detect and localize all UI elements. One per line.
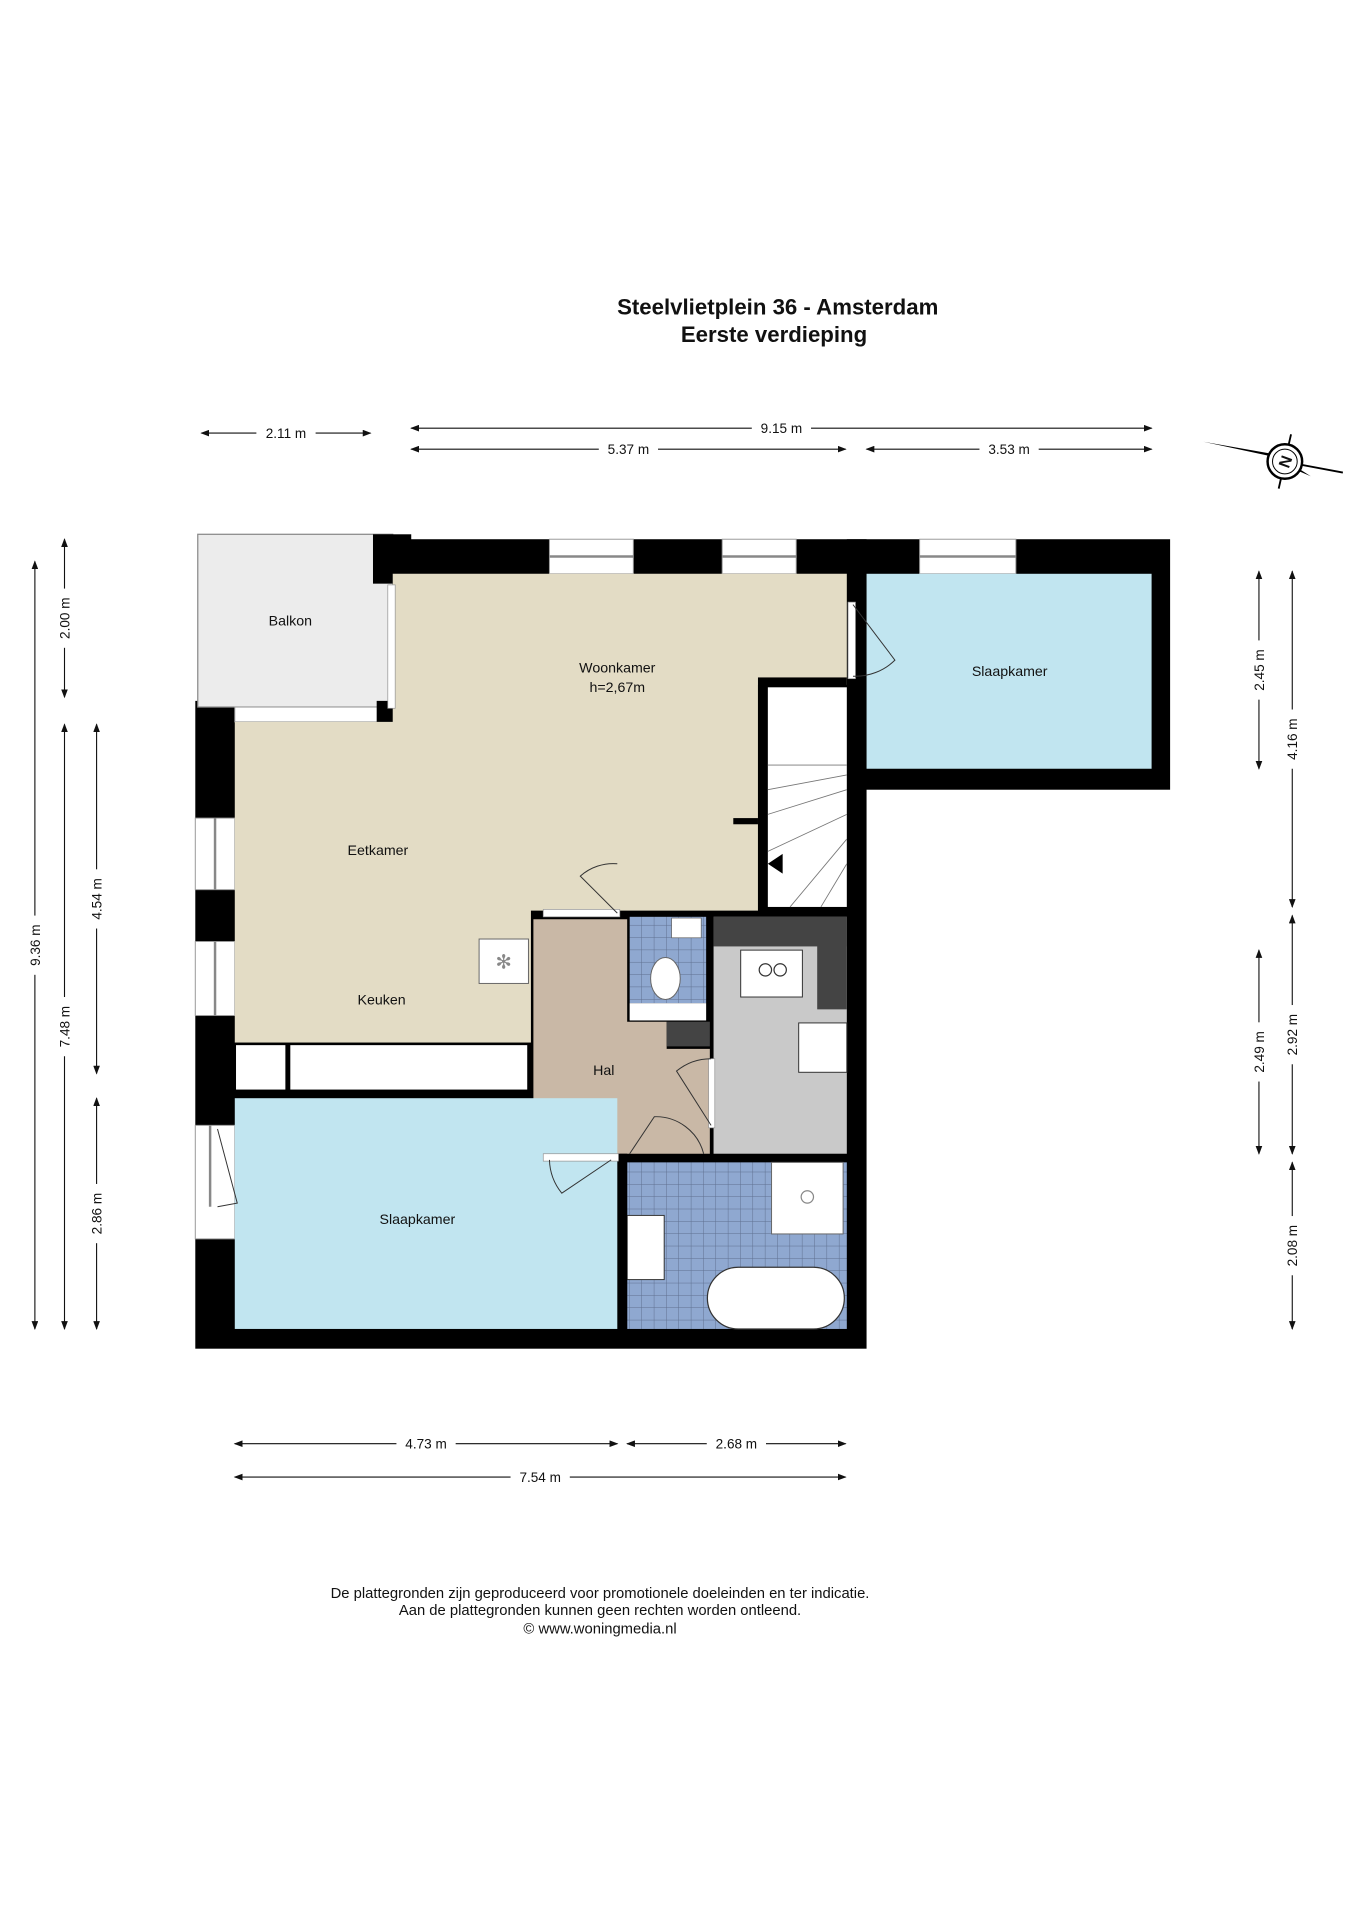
label-balkon: Balkon — [269, 614, 312, 630]
dimension-label: 2.08 m — [1285, 1225, 1300, 1266]
dimension-label: 4.16 m — [1285, 718, 1300, 759]
plan-title: Steelvlietplein 36 - Amsterdam — [617, 295, 938, 320]
boiler-icon — [798, 1022, 848, 1073]
dimension-left-lower: 2.86 m — [87, 1097, 106, 1331]
washing-machine-icon — [740, 949, 803, 998]
label-keuken: Keuken — [358, 992, 406, 1008]
dimension-bottom-right: 2.68 m — [626, 1435, 847, 1453]
kitchen-counter — [236, 1045, 286, 1090]
dimension-label: 2.92 m — [1285, 1014, 1300, 1055]
dimension-left-upper: 4.54 m — [87, 723, 106, 1075]
toilet-icon — [650, 957, 681, 1000]
dimension-right-lower: 2.08 m — [1283, 1161, 1301, 1331]
compass-north-icon: N — [1203, 434, 1344, 489]
disclaimer-line-1: De plattegronden zijn geproduceerd voor … — [331, 1586, 870, 1602]
dimension-right-slaapkamer: 2.45 m — [1250, 570, 1268, 770]
label-slaapkamer-1: Slaapkamer — [972, 664, 1048, 680]
dimension-label: 7.48 m — [57, 1006, 72, 1047]
dimension-label: 7.54 m — [519, 1470, 560, 1485]
dimension-lines: 2.11 m 9.15 m 5.37 m 3.53 m 4.73 m 2.68 m 7.54… — [26, 419, 1301, 1486]
dimension-right-mid-b: 2.92 m — [1283, 914, 1301, 1155]
label-slaapkamer-2: Slaapkamer — [380, 1212, 456, 1228]
dimension-label: 2.49 m — [1252, 1031, 1267, 1072]
dimension-left-main: 7.48 m — [55, 723, 74, 1331]
label-ceiling-height: h=2,67m — [589, 680, 645, 696]
dimension-top-left: 5.37 m — [410, 440, 847, 458]
dimension-label: 5.37 m — [608, 442, 649, 457]
svg-text:✻: ✻ — [496, 952, 513, 974]
label-eetkamer: Eetkamer — [348, 843, 409, 859]
dimension-label: 3.53 m — [988, 442, 1029, 457]
dimension-top-balkon: 2.11 m — [200, 424, 372, 442]
dimension-top-right: 3.53 m — [865, 440, 1153, 458]
staircase — [767, 687, 847, 907]
plan-subtitle: Eerste verdieping — [681, 322, 867, 347]
shower-icon — [771, 1161, 844, 1235]
dimension-label: 2.11 m — [266, 426, 306, 441]
dimension-right-mid-a: 2.49 m — [1250, 949, 1268, 1155]
dimension-left-total: 9.36 m — [26, 560, 44, 1331]
cooktop-icon — [478, 938, 529, 984]
dimension-bottom-left: 4.73 m — [233, 1435, 619, 1453]
dimension-top-total: 9.15 m — [410, 419, 1153, 437]
disclaimer-line-2: Aan de plattegronden kunnen geen rechten… — [399, 1603, 801, 1619]
dimension-label: 2.45 m — [1252, 649, 1267, 690]
room-hal — [533, 919, 710, 1154]
dimension-left-balkon: 2.00 m — [55, 538, 74, 699]
dimension-label: 2.00 m — [57, 597, 72, 638]
bathroom-sink-icon — [626, 1214, 665, 1281]
dimension-label: 9.15 m — [761, 421, 802, 436]
dimension-bottom-total: 7.54 m — [233, 1468, 847, 1486]
label-hal: Hal — [593, 1063, 614, 1079]
room-balkon — [197, 533, 394, 708]
dimension-label: 2.68 m — [716, 1437, 757, 1452]
room-woonkamer — [234, 573, 847, 1043]
stair-arrow-icon — [767, 853, 783, 874]
sink-icon — [671, 917, 702, 939]
dimension-label: 2.86 m — [90, 1193, 105, 1234]
dimension-label: 4.54 m — [90, 878, 105, 919]
copyright-link[interactable]: © www.woningmedia.nl — [523, 1622, 676, 1638]
label-woonkamer: Woonkamer — [579, 660, 655, 676]
dimension-label: 4.73 m — [405, 1437, 446, 1452]
dimension-label: 9.36 m — [28, 924, 43, 965]
bathtub-icon — [706, 1266, 845, 1330]
room-slaapkamer-1 — [866, 573, 1152, 769]
room-slaapkamer-2 — [234, 1098, 618, 1329]
compass-label: N — [1276, 453, 1297, 470]
dimension-right-upper: 4.16 m — [1283, 570, 1301, 909]
